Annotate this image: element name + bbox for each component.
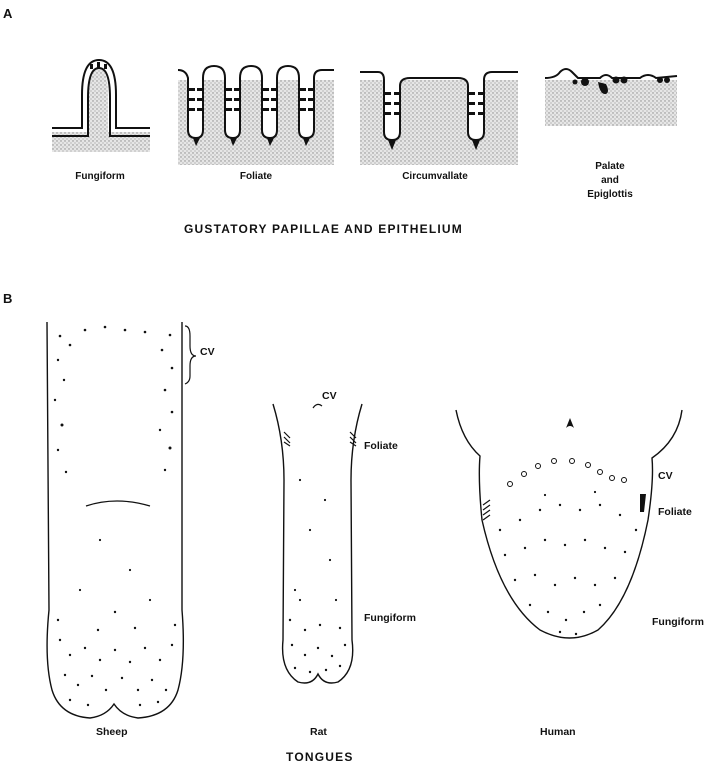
circumvallate-label: Circumvallate — [380, 170, 490, 184]
circumvallate-papilla — [360, 72, 518, 165]
rat-fungiform-label: Fungiform — [364, 612, 416, 624]
fungiform-papilla — [52, 60, 150, 152]
human-tongue — [456, 410, 682, 638]
foliate-label: Foliate — [206, 170, 306, 184]
human-cv-label: CV — [658, 470, 673, 482]
rat-tongue — [273, 404, 362, 683]
sheep-tongue — [47, 322, 196, 718]
palate-epithelium — [545, 69, 677, 126]
foliate-papillae — [178, 66, 334, 165]
panel-a-letter: A — [3, 6, 12, 21]
sheep-cv-label: CV — [200, 346, 215, 358]
panel-b-letter: B — [3, 291, 12, 306]
human-foliate-label: Foliate — [658, 506, 692, 518]
rat-cv-label: CV — [322, 390, 337, 402]
rat-label: Rat — [310, 726, 327, 738]
palate-label-line-3: Epiglottis — [570, 188, 650, 202]
palate-epiglottis-label: Palate and Epiglottis — [570, 160, 650, 202]
human-fungiform-label: Fungiform — [652, 616, 704, 628]
fungiform-label: Fungiform — [60, 170, 140, 184]
rat-foliate-label: Foliate — [364, 440, 398, 452]
panel-b-title: TONGUES — [286, 750, 354, 764]
human-label: Human — [540, 726, 576, 738]
palate-label-line-2: and — [570, 174, 650, 188]
panel-a-title: GUSTATORY PAPILLAE AND EPITHELIUM — [184, 222, 463, 236]
sheep-label: Sheep — [96, 726, 128, 738]
palate-label-line-1: Palate — [570, 160, 650, 174]
